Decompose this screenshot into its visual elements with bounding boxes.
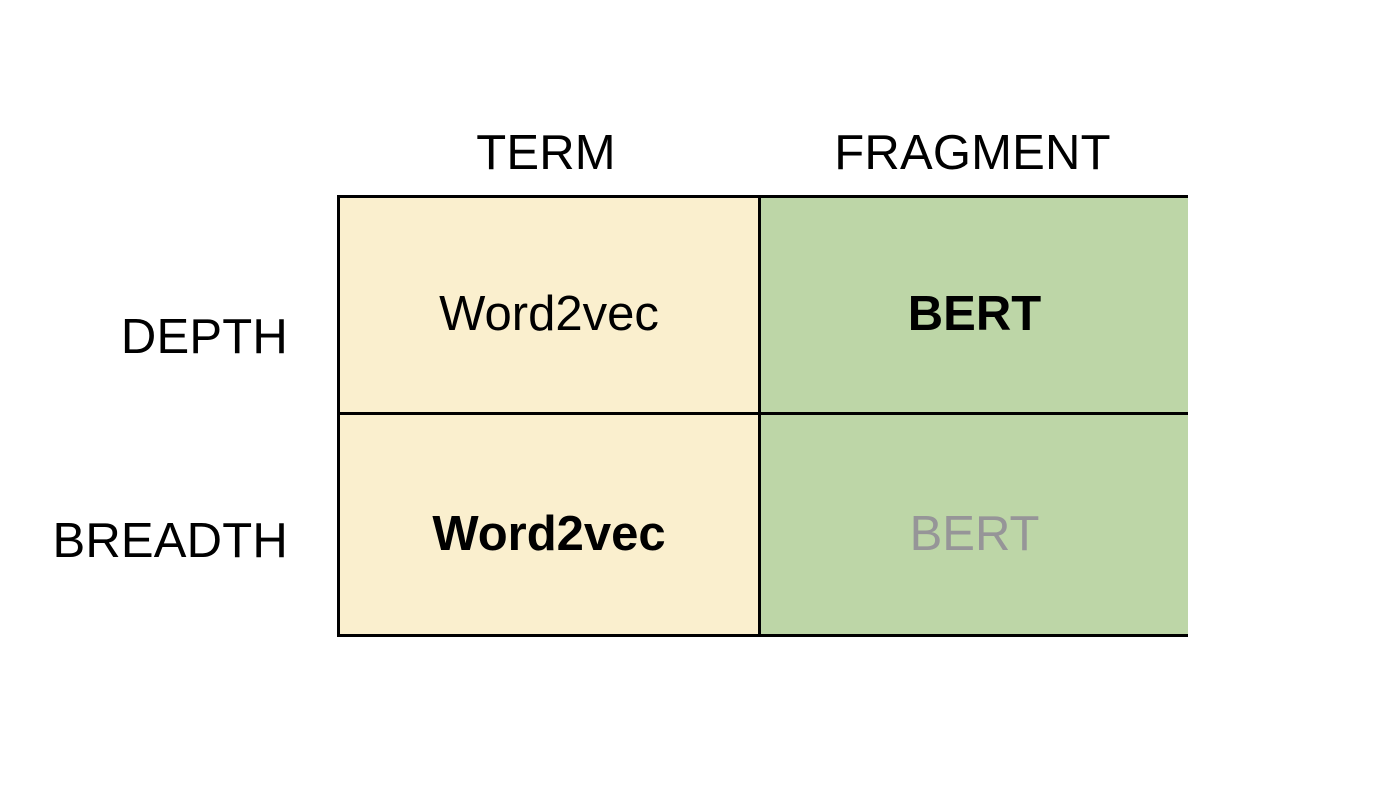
cell-breadth-fragment: BERT [758, 412, 1188, 634]
column-header-fragment: FRAGMENT [834, 126, 1111, 180]
cell-depth-term: Word2vec [340, 198, 758, 412]
cell-label-breadth-fragment: BERT [909, 507, 1040, 561]
cell-label-depth-fragment: BERT [907, 287, 1042, 341]
matrix-grid: Word2vec BERT Word2vec BERT [337, 195, 1188, 637]
row-header-breadth: BREADTH [52, 514, 288, 568]
row-header-depth: DEPTH [120, 310, 288, 364]
column-header-term: TERM [476, 126, 616, 180]
cell-label-breadth-term: Word2vec [432, 507, 666, 561]
cell-depth-fragment: BERT [758, 198, 1188, 412]
cell-label-depth-term: Word2vec [439, 287, 659, 341]
cell-breadth-term: Word2vec [340, 412, 758, 634]
